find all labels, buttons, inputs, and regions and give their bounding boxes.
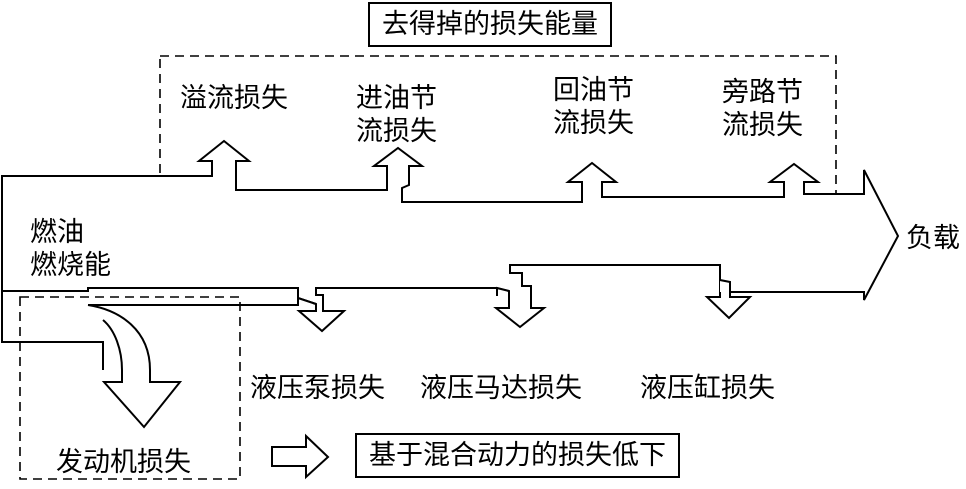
- removable-loss-region: [159, 55, 837, 227]
- hybrid-result-box: 基于混合动力的损失低下: [355, 433, 680, 478]
- source-connector: [1, 176, 104, 370]
- result-arrow-icon: [271, 433, 330, 480]
- loss-label-return-throttle: 回油节 流损失: [553, 75, 634, 139]
- loss-label-bypass-throttle: 旁路节 流损失: [722, 77, 803, 141]
- cylinder-loss-label: 液压缸损失: [640, 373, 775, 404]
- loss-label-inlet-throttle: 进油节 流损失: [356, 83, 437, 147]
- lower-flow-band: [88, 265, 753, 320]
- energy-source-label: 燃油 燃烧能: [30, 217, 111, 281]
- upper-flow-band: [1, 139, 900, 333]
- motor-loss-label: 液压马达损失: [420, 373, 582, 404]
- engine-loss-arrow: [87, 304, 183, 429]
- engine-loss-region: [19, 296, 241, 480]
- pump-loss-label: 液压泵损失: [250, 373, 385, 404]
- engine-loss-label: 发动机损失: [56, 447, 191, 478]
- removable-loss-title: 去得掉的损失能量: [368, 2, 612, 47]
- loss-label-relief: 溢流损失: [180, 83, 288, 114]
- load-label: 负载: [906, 223, 960, 254]
